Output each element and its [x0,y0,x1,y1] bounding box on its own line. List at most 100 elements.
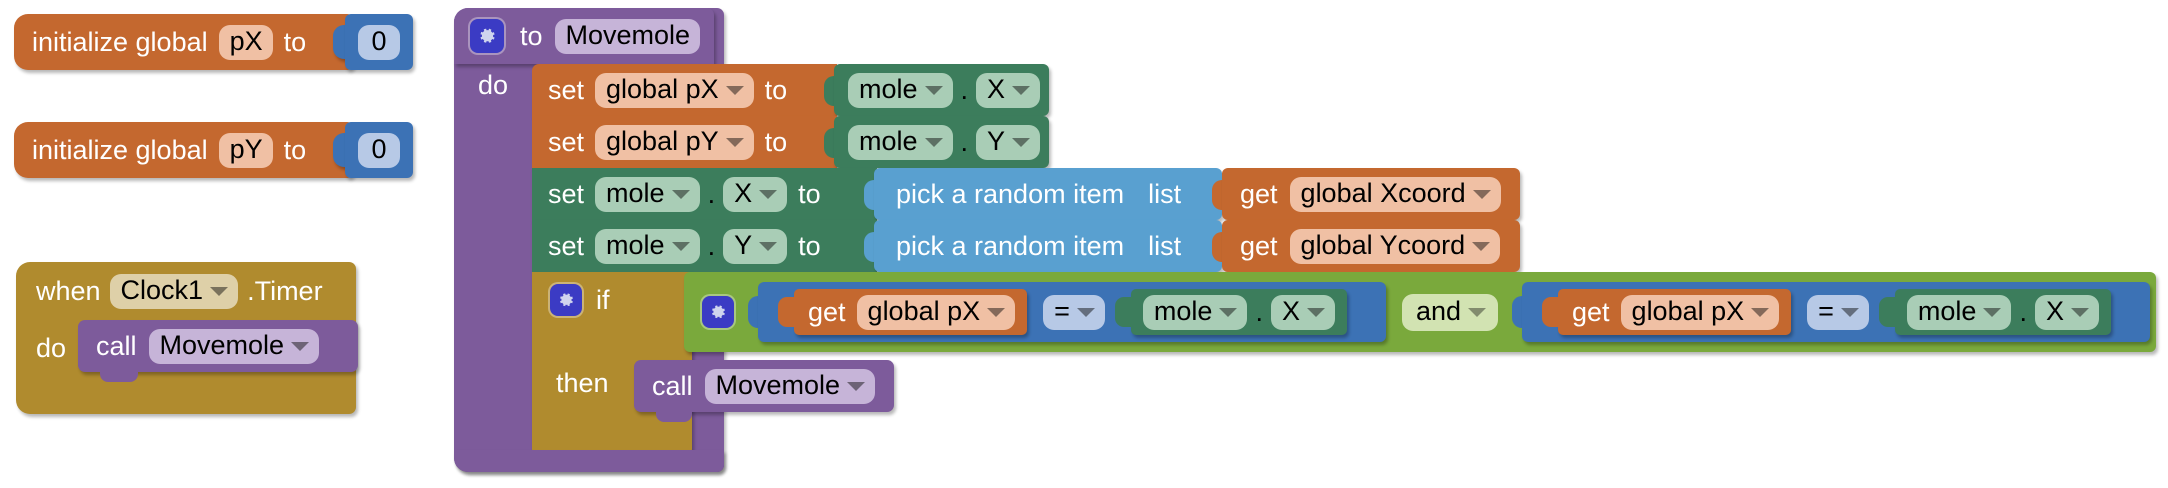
chevron-down-icon[interactable] [1468,308,1487,317]
chevron-down-icon[interactable] [210,287,229,296]
block-compare-left[interactable]: get global pX = mole . X [758,282,1386,342]
chevron-down-icon[interactable] [759,190,778,199]
to-label: to [798,178,821,209]
property-dropdown-y[interactable]: Y [723,228,788,264]
chevron-down-icon[interactable] [1219,308,1238,317]
procedure-dropdown-movemole[interactable]: Movemole [704,368,876,404]
to-label: to [283,134,307,165]
gear-icon[interactable] [702,296,734,328]
chevron-down-icon[interactable] [847,382,866,391]
block-pick-random-item-y[interactable]: pick a random item list [874,220,1222,272]
block-get-global-ycoord[interactable]: get global Ycoord [1222,220,1520,272]
call-label: call [96,330,137,361]
block-compare-right[interactable]: get global pX = mole . X [1522,282,2150,342]
component-dropdown-mole[interactable]: mole [1906,294,2012,330]
chevron-down-icon[interactable] [1306,308,1325,317]
chevron-down-icon[interactable] [1983,308,2002,317]
initialize-global-label: initialize global [32,134,208,165]
procedure-header-bar[interactable]: to Movemole [454,8,714,64]
chevron-down-icon[interactable] [924,86,943,95]
gear-icon[interactable] [470,19,504,53]
chevron-down-icon[interactable] [671,242,690,251]
set-label: set [548,74,585,105]
variable-dropdown-global-px[interactable]: global pX [1620,294,1780,330]
block-set-global-px[interactable]: set global pX to [532,64,837,116]
number-value-py[interactable]: 0 [358,132,400,168]
number-value-px[interactable]: 0 [358,24,400,60]
component-name: Clock1 [120,274,204,305]
variable-dropdown-global-py[interactable]: global pY [595,124,754,160]
component-dropdown-mole[interactable]: mole [848,124,953,160]
block-set-mole-y[interactable]: set mole . Y to [532,220,877,272]
chevron-down-icon[interactable] [291,342,310,351]
socket-notch-get-px-left [778,297,794,327]
procedure-name-field[interactable]: Movemole [554,18,701,54]
to-label: to [764,126,788,157]
variable-name-field-px[interactable]: pX [218,24,273,60]
property-dropdown-x[interactable]: X [723,176,788,212]
block-mole-y-getter-1[interactable]: mole . Y [834,116,1049,168]
block-pick-random-item-x[interactable]: pick a random item list [874,168,1222,220]
then-label-wrap: then [540,370,650,410]
property-dropdown-x[interactable]: X [976,72,1041,108]
block-when-clock1-timer[interactable]: when Clock1 .Timer do [16,262,356,414]
property-dropdown-x[interactable]: X [1270,294,1335,330]
block-get-global-px-left[interactable]: get global pX [794,289,1028,335]
chevron-down-icon[interactable] [1076,308,1095,317]
block-initialize-global-px[interactable]: initialize global pX to [14,14,354,70]
block-set-global-py[interactable]: set global pY to [532,116,837,168]
chevron-down-icon[interactable] [1472,190,1491,199]
variable-dropdown-global-px[interactable]: global pX [595,72,754,108]
socket-notch-mole-x-left [1114,297,1131,327]
chevron-down-icon[interactable] [671,190,690,199]
chevron-down-icon[interactable] [1751,308,1770,317]
procedure-bottom-bar [454,450,724,472]
chevron-down-icon[interactable] [987,308,1006,317]
block-get-global-px-right[interactable]: get global pX [1558,289,1792,335]
property-dropdown-x[interactable]: X [2034,294,2099,330]
chevron-down-icon[interactable] [1840,308,1859,317]
chevron-down-icon[interactable] [759,242,778,251]
gear-icon[interactable] [550,284,582,316]
chevron-down-icon[interactable] [1012,86,1031,95]
block-initialize-global-py[interactable]: initialize global pY to [14,122,354,178]
comparison-operator-dropdown-left[interactable]: = [1043,294,1105,330]
block-set-mole-x[interactable]: set mole . X to [532,168,877,220]
block-mole-x-getter-left[interactable]: mole . X [1130,289,1347,335]
variable-name-field-py[interactable]: pY [218,132,273,168]
block-get-global-xcoord[interactable]: get global Xcoord [1222,168,1520,220]
component-dropdown-clock1[interactable]: Clock1 [109,273,239,309]
comparison-operator-dropdown-right[interactable]: = [1807,294,1869,330]
chevron-down-icon[interactable] [2070,308,2089,317]
chevron-down-icon[interactable] [725,86,744,95]
to-label: to [798,230,821,261]
block-mole-x-getter-1[interactable]: mole . X [834,64,1049,116]
block-number-py[interactable]: 0 [345,122,413,178]
if-header-row: if [532,272,692,328]
variable-name: global pY [606,125,719,156]
component-dropdown-mole[interactable]: mole [595,228,700,264]
block-call-movemole-then[interactable]: call Movemole [634,360,894,412]
block-number-px[interactable]: 0 [345,14,413,70]
get-label: get [808,296,846,327]
dot-separator: . [960,126,969,157]
to-label: to [764,74,788,105]
variable-dropdown-global-ycoord[interactable]: global Ycoord [1289,228,1501,264]
block-mole-x-getter-right[interactable]: mole . X [1894,289,2111,335]
component-dropdown-mole[interactable]: mole [848,72,953,108]
chevron-down-icon[interactable] [924,138,943,147]
logic-operator-dropdown-and[interactable]: and [1402,293,1499,331]
chevron-down-icon[interactable] [1472,242,1491,251]
procedure-dropdown-movemole[interactable]: Movemole [148,328,320,364]
chevron-down-icon[interactable] [725,138,744,147]
component-dropdown-mole[interactable]: mole [595,176,700,212]
to-label: to [283,26,307,57]
chevron-down-icon[interactable] [1012,138,1031,147]
variable-dropdown-global-px[interactable]: global pX [856,294,1016,330]
variable-name: global pX [606,73,719,104]
component-dropdown-mole[interactable]: mole [1142,294,1248,330]
property-dropdown-y[interactable]: Y [976,124,1041,160]
variable-dropdown-global-xcoord[interactable]: global Xcoord [1289,176,1501,212]
block-call-movemole-timer[interactable]: call Movemole [78,320,358,372]
